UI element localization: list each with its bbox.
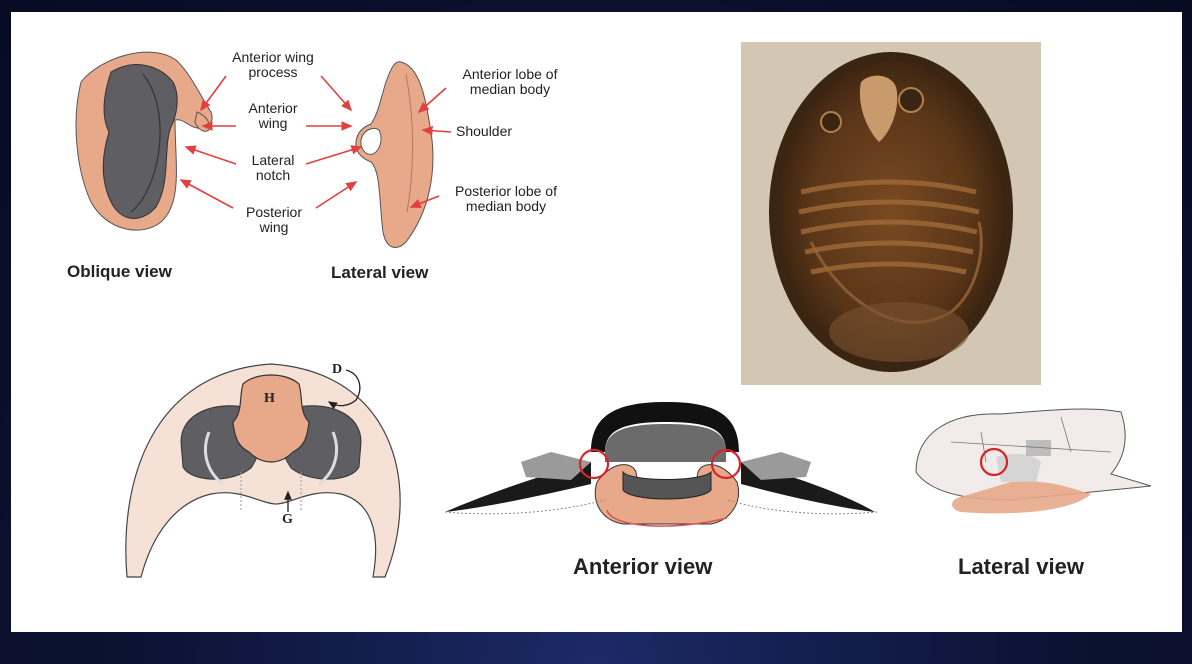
trilobite-fossil-photo — [741, 42, 1041, 385]
letter-d: D — [332, 362, 342, 378]
label-anterior-wing-text: Anterior wing — [248, 100, 297, 131]
label-anterior-wing: Anterior wing — [233, 101, 313, 131]
label-posterior-wing-text: Posterior wing — [246, 204, 302, 235]
label-anterior-wing-process: Anterior wing process — [223, 50, 323, 80]
letter-h: H — [264, 391, 275, 407]
label-posterior-lobe: Posterior lobe of median body — [435, 184, 577, 214]
label-lateral-notch: Lateral notch — [233, 153, 313, 183]
lateral-view-drawing — [356, 62, 433, 248]
label-anterior-lobe: Anterior lobe of median body — [445, 67, 575, 97]
label-posterior-wing: Posterior wing — [229, 205, 319, 235]
figure-artwork — [11, 12, 1182, 632]
label-anterior-lobe-text: Anterior lobe of median body — [463, 66, 558, 97]
oblique-view-drawing — [76, 52, 212, 230]
label-shoulder: Shoulder — [456, 124, 512, 139]
slide-canvas: Anterior wing process Anterior wing Late… — [11, 12, 1182, 632]
lateral-view-cutaway-drawing — [916, 409, 1151, 513]
caption-anterior-view: Anterior view — [573, 554, 712, 580]
letter-g: G — [282, 512, 293, 528]
anterior-view-drawing — [445, 402, 877, 526]
label-posterior-lobe-text: Posterior lobe of median body — [455, 183, 557, 214]
caption-oblique-view: Oblique view — [67, 262, 172, 282]
caption-lateral-view-top: Lateral view — [331, 263, 428, 283]
label-lateral-notch-text: Lateral notch — [252, 152, 295, 183]
label-anterior-wing-process-text: Anterior wing process — [232, 49, 314, 80]
cephalon-ventral-drawing — [126, 364, 400, 577]
caption-lateral-view-bottom: Lateral view — [958, 554, 1084, 580]
